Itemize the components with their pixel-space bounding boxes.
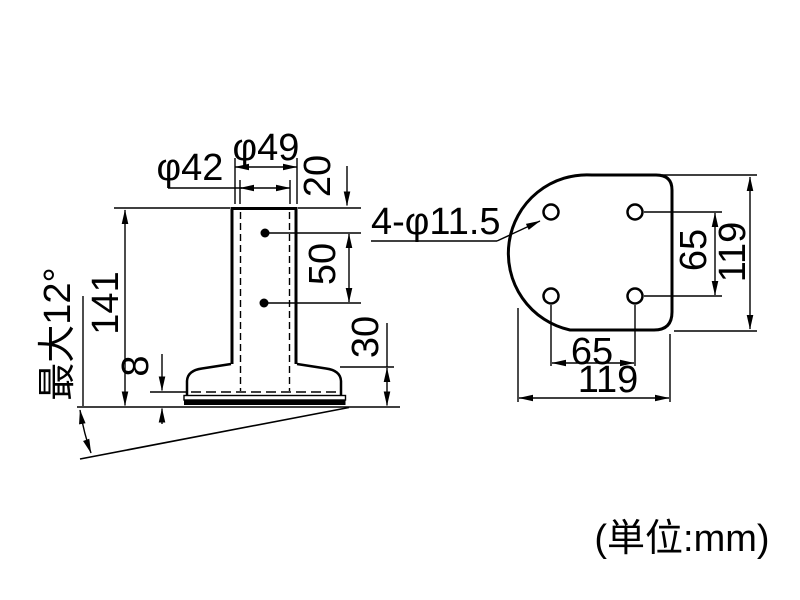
- dim-foot-height: 30: [340, 316, 394, 406]
- hole-pitch-horizontal-label: 65: [571, 331, 613, 373]
- dim-holes-note: 4-φ11.5: [371, 201, 541, 243]
- base-plate-outline: [506, 173, 674, 332]
- overall-height-label: 141: [85, 271, 127, 334]
- plate-depth-label: 119: [712, 222, 754, 283]
- pad-thickness-label: 8: [115, 355, 157, 376]
- mounting-holes: [542, 203, 644, 305]
- column-hole-marks: [259, 228, 361, 308]
- outer-diameter-label: φ49: [233, 127, 300, 169]
- dim-top-to-hole: 20: [297, 155, 351, 206]
- foot-pad: [184, 400, 346, 405]
- side-view: 最大12° 141 8 φ49 φ42: [37, 127, 400, 460]
- dim-plate-depth: 119: [662, 174, 757, 332]
- plate-width-label: 119: [578, 359, 639, 401]
- dim-plate-width: 119: [517, 308, 671, 402]
- dim-hole-pitch: 50: [302, 233, 353, 303]
- column-hidden-lines: [239, 212, 291, 391]
- hole-bottom-right: [626, 287, 644, 305]
- hole-bottom-left: [542, 287, 560, 305]
- dim-hole-pitch-vertical: 65: [644, 211, 722, 297]
- inner-diameter-label: φ42: [157, 147, 224, 189]
- hole-top-right: [626, 203, 644, 221]
- hole-pitch-label: 50: [302, 243, 344, 285]
- max-tilt-label: 最大12°: [37, 267, 79, 400]
- holes-note-label: 4-φ11.5: [371, 201, 501, 243]
- foot-height-label: 30: [345, 316, 387, 358]
- unit-note: (単位:mm): [594, 518, 769, 560]
- tilt-line: [79, 406, 350, 460]
- column-outline: [230, 207, 298, 364]
- plan-view: 4-φ11.5 65 119 65: [371, 173, 757, 402]
- hole-top-left: [542, 203, 560, 221]
- hole-pitch-vertical-label: 65: [673, 229, 715, 271]
- top-to-hole-label: 20: [297, 155, 339, 197]
- dim-pad-thickness: 8: [115, 354, 186, 424]
- dim-outer-diameter: φ49: [233, 127, 300, 204]
- dim-inner-diameter: φ42: [157, 147, 291, 204]
- foot-base-outline: [183, 362, 347, 405]
- dim-hole-pitch-horizontal: 65: [550, 305, 636, 373]
- dim-overall-height: 141: [85, 207, 361, 406]
- dim-max-tilt: 最大12°: [37, 267, 92, 454]
